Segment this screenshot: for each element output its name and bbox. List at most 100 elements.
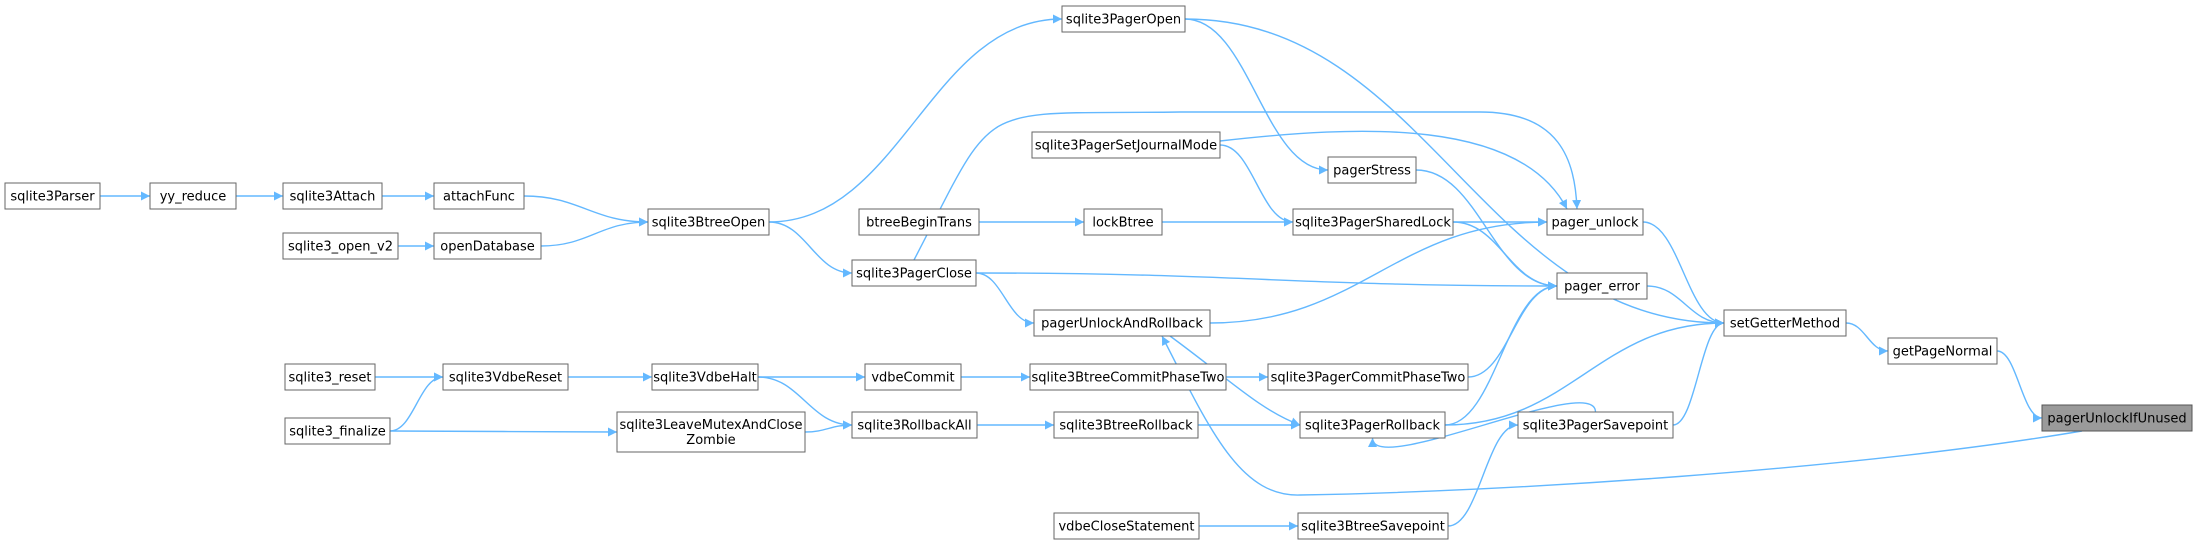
node-label: vdbeCommit: [871, 371, 954, 386]
node-sqlite3PagerSavepoint[interactable]: sqlite3PagerSavepoint: [1517, 411, 1674, 439]
node-box: [1292, 208, 1454, 236]
edge-sqlite3PagerSetJournalMode-to-sqlite3PagerSharedLock: [1219, 144, 1294, 227]
node-box: [858, 208, 980, 236]
node-pagerUnlockAndRollback[interactable]: pagerUnlockAndRollback: [1033, 309, 1211, 337]
node-getPageNormal[interactable]: getPageNormal: [1887, 337, 1998, 365]
edge-pager_unlock-to-setGetterMethod: [1642, 221, 1725, 328]
edge-sqlite3BtreeOpen-to-sqlite3PagerOpen: [768, 14, 1063, 223]
node-label: setGetterMethod: [1730, 317, 1840, 332]
node-pager_unlock[interactable]: pager_unlock: [1546, 208, 1644, 236]
edge-sqlite3PagerSavepoint-to-setGetterMethod: [1672, 318, 1725, 426]
node-box: [1053, 512, 1200, 540]
node-label: sqlite3PagerRollback: [1305, 419, 1440, 434]
node-label: sqlite3PagerSetJournalMode: [1035, 139, 1217, 154]
node-sqlite3_reset[interactable]: sqlite3_reset: [284, 363, 376, 391]
node-box: [284, 363, 376, 391]
node-label: lockBtree: [1092, 216, 1153, 231]
node-sqlite3BtreeCommitPhaseTwo[interactable]: sqlite3BtreeCommitPhaseTwo: [1029, 363, 1227, 391]
node-label: pager_error: [1564, 280, 1640, 295]
node-label: sqlite3_reset: [288, 371, 371, 386]
edge-openDatabase-to-sqlite3BtreeOpen: [540, 217, 649, 247]
node-box: [1053, 411, 1199, 439]
node-btreeBeginTrans[interactable]: btreeBeginTrans: [858, 208, 980, 236]
edges-layer: [100, 14, 2083, 531]
edge-pagerUnlockIfUnused-to-pagerUnlockAndRollback: [1161, 335, 2083, 496]
node-sqlite3PagerOpen[interactable]: sqlite3PagerOpen: [1061, 5, 1186, 33]
node-label: sqlite3PagerClose: [856, 267, 972, 282]
node-lockBtree[interactable]: lockBtree: [1083, 208, 1163, 236]
node-box: [282, 182, 383, 210]
edge-sqlite3BtreeSavepoint-to-sqlite3PagerSavepoint: [1447, 420, 1519, 527]
node-sqlite3VdbeReset[interactable]: sqlite3VdbeReset: [442, 363, 569, 391]
node-box: [4, 182, 101, 210]
node-label: sqlite3BtreeSavepoint: [1301, 520, 1445, 535]
edge-sqlite3LeaveMutexAndCloseZombie-to-sqlite3RollbackAll: [804, 420, 853, 433]
node-label: Zombie: [686, 433, 735, 448]
edge-setGetterMethod-to-getPageNormal: [1845, 322, 1889, 356]
node-box: [851, 259, 977, 287]
node-box: [442, 363, 569, 391]
node-label: sqlite3PagerCommitPhaseTwo: [1271, 371, 1466, 386]
edge-sqlite3PagerOpen-to-pagerStress: [1184, 18, 1329, 175]
node-label: vdbeCloseStatement: [1058, 520, 1194, 535]
node-sqlite3PagerSetJournalMode[interactable]: sqlite3PagerSetJournalMode: [1031, 131, 1221, 159]
node-label: pagerStress: [1333, 164, 1411, 179]
node-sqlite3PagerCommitPhaseTwo[interactable]: sqlite3PagerCommitPhaseTwo: [1267, 363, 1469, 391]
node-box: [2041, 404, 2193, 432]
node-box: [1033, 309, 1211, 337]
node-box: [1556, 272, 1648, 300]
edge-sqlite3_finalize-to-sqlite3LeaveMutexAndCloseZombie: [389, 427, 618, 437]
node-openDatabase[interactable]: openDatabase: [433, 232, 542, 260]
node-box: [433, 182, 525, 210]
node-box: [851, 411, 978, 439]
edge-pagerUnlockAndRollback-to-sqlite3PagerRollback: [1169, 335, 1301, 427]
node-box: [1517, 411, 1674, 439]
node-pager_error[interactable]: pager_error: [1556, 272, 1648, 300]
node-sqlite3BtreeRollback[interactable]: sqlite3BtreeRollback: [1053, 411, 1199, 439]
node-pagerStress[interactable]: pagerStress: [1327, 156, 1417, 184]
node-label: pagerUnlockAndRollback: [1041, 317, 1203, 332]
edge-pager_error-to-setGetterMethod: [1646, 285, 1725, 328]
node-label: sqlite3BtreeOpen: [652, 216, 765, 231]
edge-getPageNormal-to-pagerUnlockIfUnused: [1996, 350, 2043, 423]
node-sqlite3_open_v2[interactable]: sqlite3_open_v2: [282, 232, 399, 260]
node-label: sqlite3PagerSavepoint: [1523, 419, 1669, 434]
nodes-layer: sqlite3Parser yy_reduce sqlite3Attach attac…: [4, 5, 2193, 540]
node-sqlite3Parser[interactable]: sqlite3Parser: [4, 182, 101, 210]
node-label: sqlite3PagerSharedLock: [1295, 216, 1451, 231]
node-label: sqlite3Attach: [290, 190, 376, 205]
node-sqlite3BtreeSavepoint[interactable]: sqlite3BtreeSavepoint: [1297, 512, 1449, 540]
node-label: getPageNormal: [1893, 345, 1993, 360]
node-box: [1887, 337, 1998, 365]
node-label: pagerUnlockIfUnused: [2047, 412, 2186, 427]
node-box: [1299, 411, 1446, 439]
node-sqlite3PagerSharedLock[interactable]: sqlite3PagerSharedLock: [1292, 208, 1454, 236]
node-vdbeCommit[interactable]: vdbeCommit: [864, 363, 962, 391]
node-label: sqlite3BtreeCommitPhaseTwo: [1032, 371, 1225, 386]
node-sqlite3_finalize[interactable]: sqlite3_finalize: [284, 417, 391, 445]
node-sqlite3BtreeOpen[interactable]: sqlite3BtreeOpen: [647, 208, 770, 236]
node-pagerUnlockIfUnused[interactable]: pagerUnlockIfUnused: [2041, 404, 2193, 432]
edge-sqlite3PagerClose-to-pager_unlock: [913, 111, 1582, 261]
node-label: sqlite3VdbeHalt: [653, 371, 756, 386]
node-box: [616, 411, 806, 453]
edge-sqlite3PagerRollback-to-pager_error: [1444, 281, 1558, 426]
node-box: [1297, 512, 1449, 540]
node-sqlite3VdbeHalt[interactable]: sqlite3VdbeHalt: [651, 363, 759, 391]
node-setGetterMethod[interactable]: setGetterMethod: [1723, 309, 1847, 337]
node-attachFunc[interactable]: attachFunc: [433, 182, 525, 210]
node-label: openDatabase: [440, 240, 534, 255]
node-label: pager_unlock: [1551, 216, 1639, 231]
edge-sqlite3PagerSetJournalMode-to-pager_unlock: [1219, 130, 1568, 210]
node-vdbeCloseStatement[interactable]: vdbeCloseStatement: [1053, 512, 1200, 540]
node-label: sqlite3Parser: [10, 190, 95, 205]
node-sqlite3PagerRollback[interactable]: sqlite3PagerRollback: [1299, 411, 1446, 439]
node-box: [1267, 363, 1469, 391]
node-sqlite3Attach[interactable]: sqlite3Attach: [282, 182, 383, 210]
node-sqlite3RollbackAll[interactable]: sqlite3RollbackAll: [851, 411, 978, 439]
node-sqlite3PagerClose[interactable]: sqlite3PagerClose: [851, 259, 977, 287]
node-yy_reduce[interactable]: yy_reduce: [149, 182, 237, 210]
node-label: sqlite3VdbeReset: [449, 371, 562, 386]
